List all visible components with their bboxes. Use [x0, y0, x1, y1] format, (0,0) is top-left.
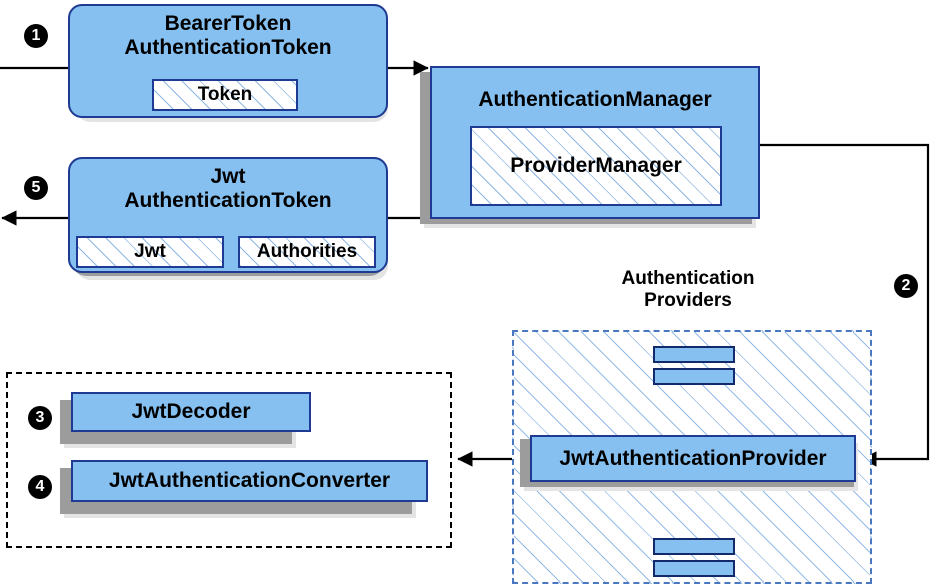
badge-step-5: 5: [24, 176, 48, 200]
badge-step-2-number: 2: [901, 277, 911, 294]
slot-provider-manager: ProviderManager: [470, 126, 722, 206]
node-jwt-authentication-provider[interactable]: JwtAuthenticationProvider: [530, 435, 856, 482]
slot-bearer-token-token: Token: [152, 79, 298, 111]
slot-jwt-label: Jwt: [134, 241, 166, 262]
node-bearer-token-label: BearerToken AuthenticationToken: [124, 12, 332, 59]
slot-authorities-label: Authorities: [256, 241, 358, 262]
node-jwt-decoder[interactable]: JwtDecoder: [71, 392, 311, 432]
node-jwt-authentication-converter-label: JwtAuthenticationConverter: [108, 469, 391, 493]
badge-step-2: 2: [894, 274, 918, 298]
node-jwt-authentication-provider-label: JwtAuthenticationProvider: [559, 446, 827, 470]
node-jwt-authentication-token-label: Jwt AuthenticationToken: [124, 165, 332, 212]
slot-jwt: Jwt: [76, 236, 224, 268]
badge-step-1: 1: [24, 24, 48, 48]
node-authentication-manager-label: AuthenticationManager: [478, 88, 712, 111]
provider-bar-bottom-1: [653, 538, 735, 555]
badge-step-4-number: 4: [35, 478, 45, 495]
badge-step-5-number: 5: [31, 179, 41, 196]
node-jwt-authentication-converter[interactable]: JwtAuthenticationConverter: [71, 460, 428, 502]
badge-step-3: 3: [28, 406, 52, 430]
slot-authorities: Authorities: [238, 236, 376, 268]
slot-provider-manager-label: ProviderManager: [510, 154, 682, 177]
provider-bar-top-1: [653, 346, 735, 363]
authentication-providers-caption: Authentication Providers: [621, 268, 755, 311]
slot-bearer-token-token-label: Token: [197, 84, 253, 105]
badge-step-1-number: 1: [31, 27, 41, 44]
provider-bar-bottom-2: [653, 560, 735, 577]
badge-step-3-number: 3: [35, 409, 45, 426]
provider-bar-top-2: [653, 368, 735, 385]
badge-step-4: 4: [28, 475, 52, 499]
node-jwt-decoder-label: JwtDecoder: [131, 400, 251, 424]
